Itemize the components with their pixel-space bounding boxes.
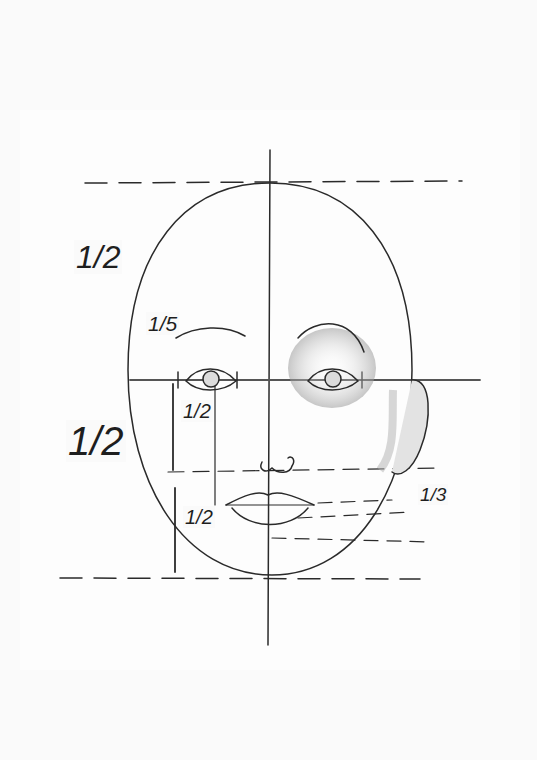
lip-guide-line xyxy=(298,512,412,518)
measure-line xyxy=(214,385,215,505)
tick-mark xyxy=(236,372,238,388)
fraction-label: 1/2 xyxy=(181,400,213,422)
measure-line xyxy=(174,488,176,572)
eyebrow xyxy=(298,324,364,352)
paper-sheet xyxy=(20,110,520,670)
measure-line xyxy=(172,384,174,470)
center-vertical-line xyxy=(268,150,270,645)
cheek-shading xyxy=(380,390,393,470)
upper-lip xyxy=(226,493,314,505)
chin-guide-line xyxy=(60,578,420,579)
eye-socket-shading xyxy=(288,328,376,408)
fraction-label: 1/3 xyxy=(418,484,448,505)
lower-lip xyxy=(232,508,308,525)
lip-line xyxy=(226,504,314,505)
head-outline xyxy=(128,183,412,575)
eye xyxy=(308,369,358,390)
ear xyxy=(392,380,428,474)
eye xyxy=(186,369,236,390)
iris xyxy=(325,371,341,387)
eyebrow xyxy=(176,328,245,338)
fraction-label: 1/2 xyxy=(74,240,122,274)
tick-mark xyxy=(177,372,179,388)
fraction-label: 1/5 xyxy=(146,312,179,335)
fraction-label: 1/2 xyxy=(66,420,126,462)
fraction-label: 1/2 xyxy=(183,506,215,528)
iris xyxy=(203,371,219,387)
nose xyxy=(261,457,294,472)
